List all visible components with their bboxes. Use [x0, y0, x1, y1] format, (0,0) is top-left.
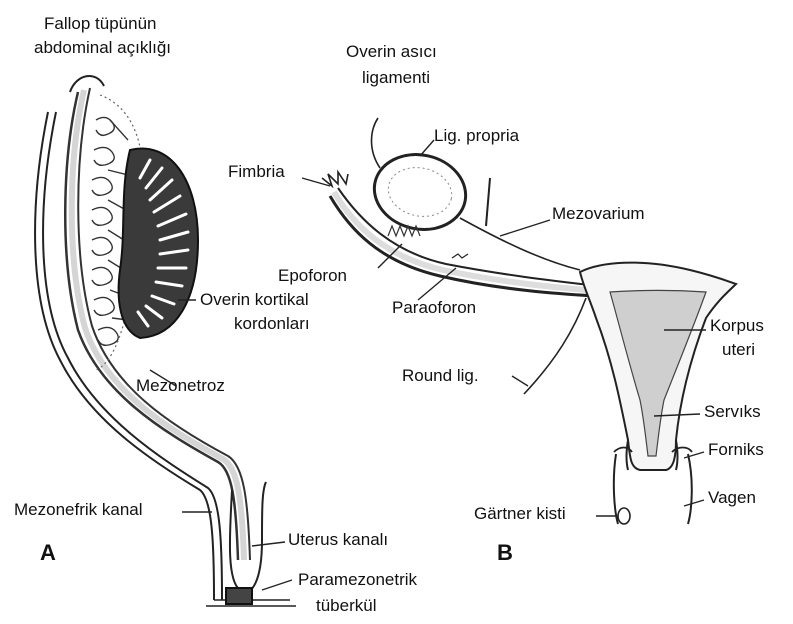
label-forniks: Forniks — [708, 440, 764, 460]
paramezonetrik-tuberkul-shape — [226, 588, 252, 604]
label-lig-propria: Lig. propria — [434, 126, 519, 146]
fimbria-shape — [322, 172, 348, 186]
mezovarium-shape — [460, 218, 580, 270]
panel-label-a: A — [40, 540, 56, 566]
label-epoforon: Epoforon — [278, 266, 347, 286]
label-overin-kortikal-line1: Overin kortikal — [200, 290, 309, 310]
gartner-kisti-shape — [618, 508, 630, 524]
overin-asici-ligamenti-shape — [372, 118, 381, 168]
label-mezovarium: Mezovarium — [552, 204, 645, 224]
label-overin-asici-line2: ligamenti — [362, 68, 430, 88]
label-mezonefrik-kanal: Mezonefrik kanal — [14, 500, 143, 520]
label-korpus-line1: Korpus — [710, 316, 764, 336]
label-fimbria: Fimbria — [228, 162, 285, 182]
label-overin-kortikal-line2: kordonları — [234, 314, 310, 334]
label-vagen: Vagen — [708, 488, 756, 508]
label-mezonetroz: Mezonetroz — [136, 376, 225, 396]
uterus-kanali-shape — [230, 482, 266, 592]
label-korpus-line2: uteri — [722, 340, 755, 360]
label-paraoforon: Paraoforon — [392, 298, 476, 318]
ovary-shape — [367, 146, 472, 238]
overin-kortikal-kordonlari-shape — [119, 148, 198, 338]
label-overin-asici-line1: Overin asıcı — [346, 42, 437, 62]
epoforon-shape — [388, 226, 420, 236]
label-uterus-kanali: Uterus kanalı — [288, 530, 388, 550]
label-gartner-kisti: Gärtner kisti — [474, 504, 566, 524]
panel-b-drawing — [322, 118, 736, 524]
paraoforon-shape — [452, 254, 468, 258]
panel-label-b: B — [497, 540, 513, 566]
round-lig-shape — [524, 298, 586, 394]
label-fallop-line2: abdominal açıklığı — [34, 38, 171, 58]
label-fallop-line1: Fallop tüpünün — [44, 14, 156, 34]
label-paramezonetrik-line1: Paramezonetrik — [298, 570, 417, 590]
label-paramezonetrik-line2: tüberkül — [316, 596, 376, 616]
label-round-lig: Round lig. — [402, 366, 479, 386]
label-serviks: Servıks — [704, 402, 761, 422]
panel-a-drawing — [35, 76, 296, 606]
